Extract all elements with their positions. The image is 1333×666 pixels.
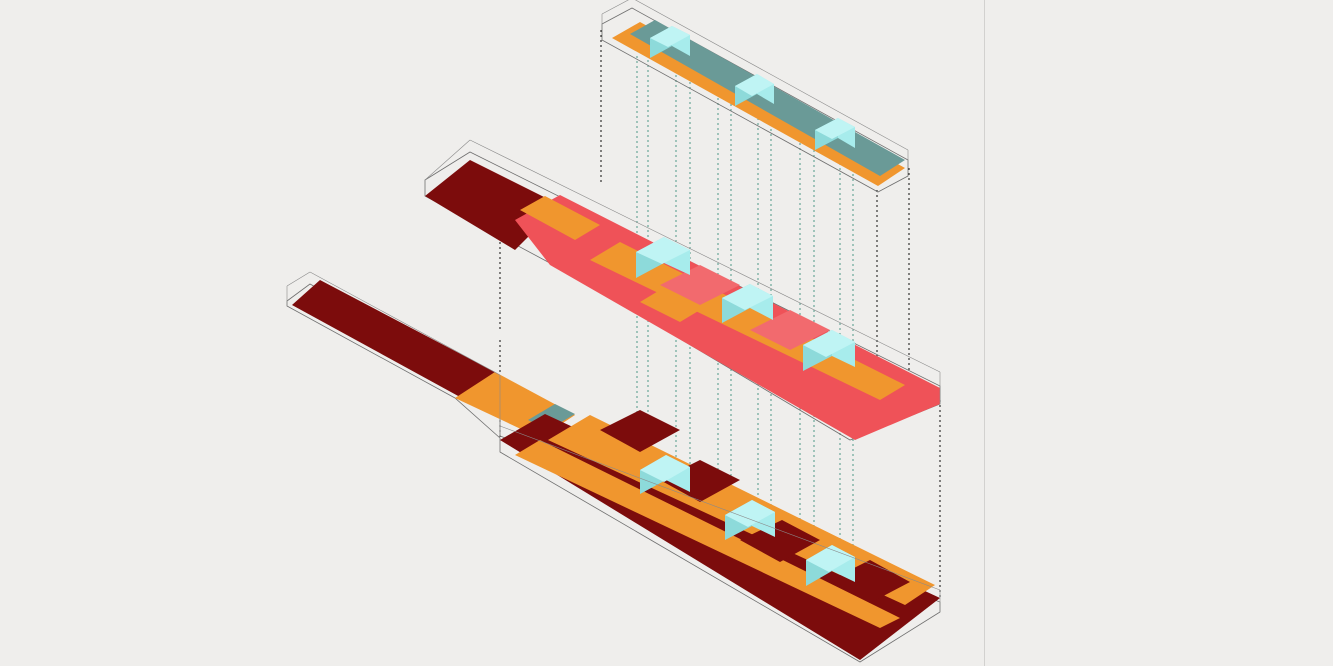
bottom-walls xyxy=(286,271,941,612)
corridor-orange xyxy=(520,196,600,240)
core-cyan-3 xyxy=(815,118,855,150)
core-cyan-1 xyxy=(636,237,690,278)
core-cyan-2 xyxy=(735,74,774,106)
room-coral-1 xyxy=(660,265,740,305)
core-cyan-2 xyxy=(722,284,773,323)
core-cyan-1 xyxy=(650,26,690,58)
level-middle xyxy=(424,139,941,441)
core-cyan-3 xyxy=(806,545,855,586)
middle-walls xyxy=(424,139,941,404)
level-bottom xyxy=(286,271,941,663)
room-dark-1 xyxy=(600,410,680,452)
room-dark-3 xyxy=(740,520,820,562)
level-top xyxy=(601,0,909,193)
corridor-orange-2 xyxy=(515,440,900,628)
core-cyan-3 xyxy=(803,330,855,371)
panel-divider xyxy=(984,0,985,666)
core-cyan-1 xyxy=(640,455,690,494)
top-walls xyxy=(601,0,909,176)
zone-dark-red xyxy=(292,280,495,397)
core-cyan-2 xyxy=(725,500,775,540)
corridor-orange-3 xyxy=(640,290,700,322)
room-coral-2 xyxy=(750,310,830,350)
